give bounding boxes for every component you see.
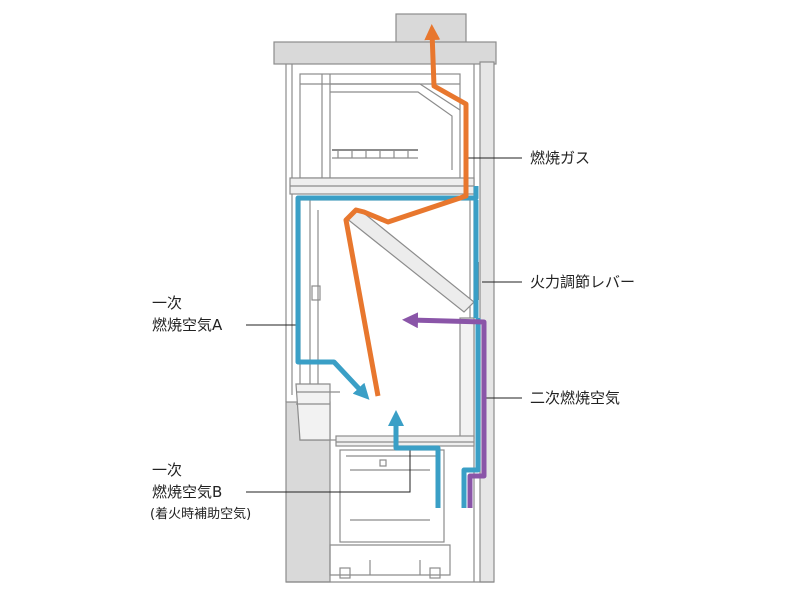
combustion-gas-flow [343, 24, 469, 397]
label-primary-a-line2: 燃焼空気A [152, 316, 223, 334]
label-primary-b-line2: 燃焼空気B [152, 483, 223, 501]
label-primary-b-note: (着火時補助空気) [150, 507, 252, 522]
ash-pan [339, 449, 445, 543]
label-fire-lever: 火力調節レバー [530, 273, 636, 291]
leader-primary-b [246, 446, 411, 493]
label-primary-b-line1: 一次 [152, 461, 183, 479]
baffle-plate [344, 209, 475, 313]
label-secondary-air: 二次燃焼空気 [530, 389, 621, 407]
label-combustion-gas: 燃焼ガス [530, 149, 591, 167]
leader-lines [246, 157, 522, 493]
primary-air-b-flow [387, 409, 441, 508]
label-primary-a-line1: 一次 [152, 294, 183, 312]
secondary-air-flow [402, 312, 487, 508]
primary-air-a-flow [295, 186, 479, 400]
primary-air-b-right [461, 318, 481, 508]
top-plate [273, 41, 497, 65]
